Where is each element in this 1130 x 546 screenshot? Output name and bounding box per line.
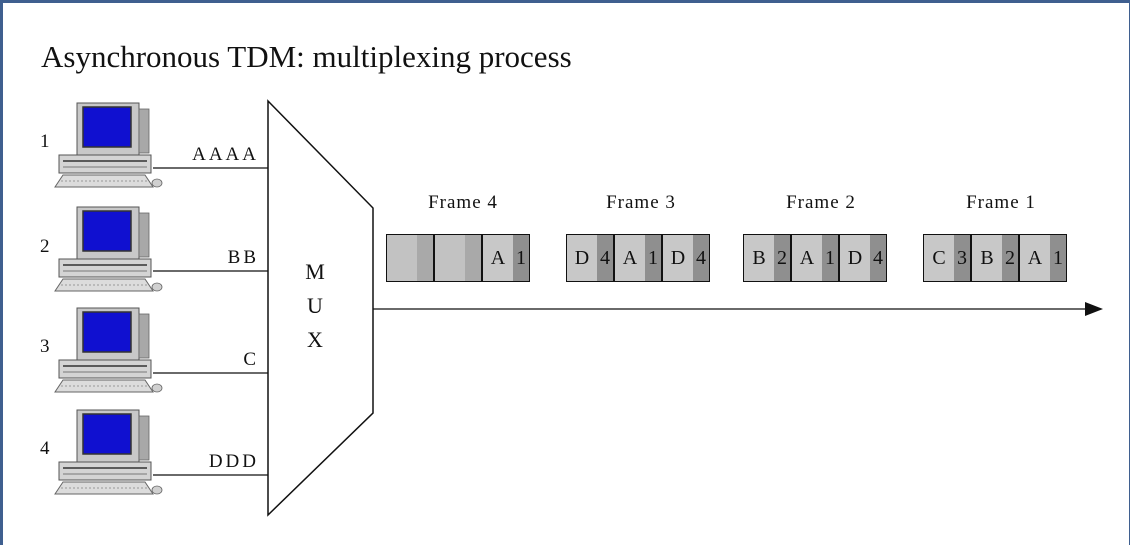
slot-address: 4 <box>693 235 709 281</box>
connection-lines <box>153 99 1103 517</box>
slot-data: A <box>792 235 822 281</box>
frame-label-4: Frame 4 <box>428 192 498 213</box>
mux-letter-m: M <box>305 259 325 284</box>
slot-address <box>417 235 433 281</box>
slot-data: D <box>567 235 597 281</box>
slot-address: 2 <box>1002 235 1018 281</box>
slot-address: 4 <box>597 235 613 281</box>
frame-label-1: Frame 1 <box>966 192 1036 213</box>
stream-label-1: AAAA <box>192 144 259 165</box>
slot-address: 2 <box>774 235 790 281</box>
computer-icon <box>53 101 163 193</box>
slot-address: 1 <box>822 235 838 281</box>
slot-data <box>435 235 465 281</box>
frame-slot <box>433 235 481 281</box>
slot-data: D <box>663 235 693 281</box>
computer-icon <box>53 306 163 398</box>
slot-data: B <box>744 235 774 281</box>
slot-data: A <box>615 235 645 281</box>
mux-block <box>267 99 374 517</box>
frame-label-2: Frame 2 <box>786 192 856 213</box>
frame-label-3: Frame 3 <box>606 192 676 213</box>
slot-address: 1 <box>513 235 529 281</box>
frame-slot <box>387 235 433 281</box>
slot-address: 1 <box>1050 235 1066 281</box>
source-number-3: 3 <box>40 336 50 357</box>
slot-address: 4 <box>870 235 886 281</box>
arrow-head-icon <box>1085 302 1103 316</box>
slot-data: A <box>483 235 513 281</box>
slot-address: 3 <box>954 235 970 281</box>
mux-letter-x: X <box>307 327 323 352</box>
stream-label-2: BB <box>227 247 259 268</box>
slot-data <box>387 235 417 281</box>
slot-address <box>465 235 481 281</box>
slot-address: 1 <box>645 235 661 281</box>
source-number-1: 1 <box>40 131 50 152</box>
source-number-2: 2 <box>40 236 50 257</box>
slot-data: B <box>972 235 1002 281</box>
slot-data: C <box>924 235 954 281</box>
source-number-4: 4 <box>40 438 50 459</box>
diagram-title: Asynchronous TDM: multiplexing process <box>41 39 572 74</box>
slot-data: D <box>840 235 870 281</box>
computer-icon <box>53 408 163 500</box>
stream-label-4: DDD <box>208 451 259 472</box>
slot-data: A <box>1020 235 1050 281</box>
stream-label-3: C <box>243 349 259 370</box>
computer-icon <box>53 205 163 297</box>
mux-letter-u: U <box>307 293 323 318</box>
